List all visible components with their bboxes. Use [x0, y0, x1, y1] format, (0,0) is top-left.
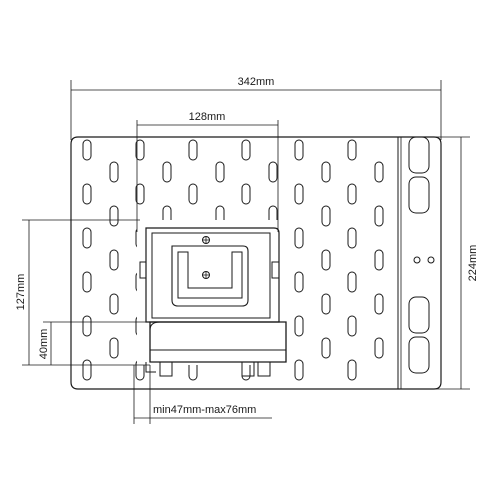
shelf-height-label: 40mm — [38, 329, 50, 360]
mounting-slot — [109, 293, 119, 315]
dimension-overall-width: 342mm — [70, 76, 442, 140]
mounting-slot — [294, 271, 304, 293]
depth-range-label: min47mm-max76mm — [153, 404, 256, 416]
mounting-slot — [109, 249, 119, 271]
mounting-slot — [241, 183, 251, 205]
overall-height-label: 224mm — [467, 245, 479, 282]
mounting-slot — [374, 205, 384, 227]
mounting-slot — [188, 183, 198, 205]
dimension-depth-range: min47mm-max76mm — [133, 365, 272, 424]
mounting-slot — [188, 139, 198, 161]
mounting-slot — [82, 139, 92, 161]
mounting-slot — [321, 161, 331, 183]
mounting-slot — [321, 337, 331, 359]
mounting-slot — [321, 249, 331, 271]
mounting-slot — [347, 183, 357, 205]
mounting-slot — [135, 183, 145, 205]
mounting-slot — [347, 227, 357, 249]
strip-slot — [408, 136, 430, 174]
mounting-slot — [82, 271, 92, 293]
mounting-slot — [82, 227, 92, 249]
dimension-mount-height: 127mm — [15, 219, 150, 366]
mounting-slot — [294, 315, 304, 337]
mounting-slot — [162, 161, 172, 183]
dimension-overall-height: 224mm — [398, 136, 479, 390]
strip-slot — [408, 336, 430, 374]
mounting-slot — [82, 315, 92, 337]
overall-width-label: 342mm — [238, 76, 275, 88]
mounting-slot — [321, 293, 331, 315]
mounting-slot — [347, 139, 357, 161]
mount-width-label: 128mm — [189, 111, 226, 123]
dimension-mount-width: 128mm — [136, 111, 279, 232]
mounting-slot — [215, 161, 225, 183]
mounting-slot — [294, 227, 304, 249]
mounting-slot — [294, 183, 304, 205]
mounting-slot — [374, 293, 384, 315]
mounting-slot — [82, 359, 92, 381]
mounting-slot — [347, 315, 357, 337]
mounting-slot — [135, 139, 145, 161]
mounting-hole — [427, 256, 435, 264]
mounting-slot — [268, 161, 278, 183]
mounting-slot — [374, 337, 384, 359]
mounting-slot — [347, 271, 357, 293]
mounting-slot — [347, 359, 357, 381]
strip-slot — [408, 176, 430, 214]
mounting-slot — [374, 249, 384, 271]
mounting-slot — [82, 183, 92, 205]
mounting-slot — [109, 337, 119, 359]
mounting-slot — [294, 359, 304, 381]
mounting-slot — [374, 161, 384, 183]
dimension-shelf-height: 40mm — [38, 321, 150, 365]
mounting-slot — [294, 139, 304, 161]
mounting-slot — [321, 205, 331, 227]
mounting-hole — [413, 256, 421, 264]
mounting-slot — [109, 161, 119, 183]
device-bracket — [137, 220, 287, 377]
mount-height-label: 127mm — [15, 274, 27, 311]
mounting-slot — [109, 205, 119, 227]
mounting-slot — [241, 139, 251, 161]
side-strip — [408, 136, 435, 374]
strip-slot — [408, 296, 430, 334]
